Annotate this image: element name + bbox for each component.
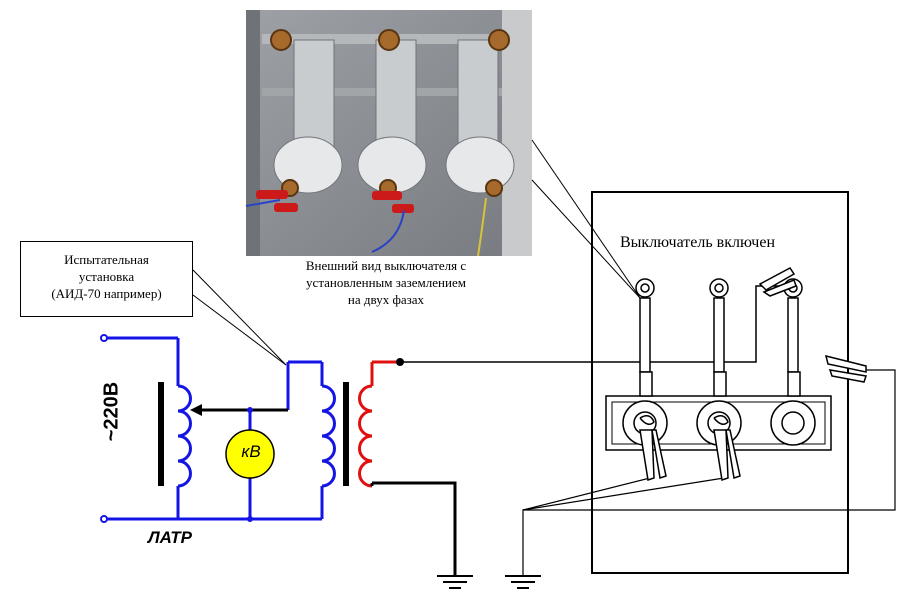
- hv-lead: [400, 285, 795, 363]
- meter-label: кВ: [241, 442, 261, 461]
- callout-line-1: Испытательная: [64, 252, 149, 267]
- switch-enclosure: [591, 191, 849, 574]
- voltage-label: ~220В: [100, 381, 123, 442]
- photo-caption-line-3: на двух фазах: [347, 292, 425, 307]
- hv-winding: [358, 360, 400, 488]
- clamp-icon: [639, 415, 667, 481]
- clamp-icon: [713, 415, 741, 481]
- callout-pointer: [192, 269, 287, 366]
- callout-line-2: установка: [78, 269, 135, 284]
- clamp-icon: [824, 354, 867, 383]
- ground-icon: [505, 575, 541, 589]
- photo-caption-line-2: установленным заземлением: [306, 275, 466, 290]
- latr-label: ЛАТР: [148, 528, 192, 547]
- pole-3: [770, 278, 816, 446]
- mains-terminals: [100, 334, 108, 523]
- test-unit-callout: Испытательная установка (АИД-70 например…: [20, 241, 193, 317]
- hv-return-lead: [372, 481, 457, 576]
- voltmeter-icon: [225, 429, 275, 479]
- callout-line-3: (АИД-70 например): [51, 286, 162, 301]
- clamp-icon: [758, 267, 797, 297]
- ground-icon: [437, 575, 473, 589]
- latr-slider: [190, 404, 288, 522]
- ground-wires: [522, 369, 896, 576]
- photo-caption: Внешний вид выключателя с установленным …: [272, 257, 500, 308]
- photo-caption-line-1: Внешний вид выключателя с: [305, 258, 467, 273]
- photo-pointer: [531, 139, 641, 299]
- switch-title: Выключатель включен: [620, 234, 775, 251]
- latr-circuit: [104, 336, 336, 521]
- breaker-photo: [245, 10, 532, 257]
